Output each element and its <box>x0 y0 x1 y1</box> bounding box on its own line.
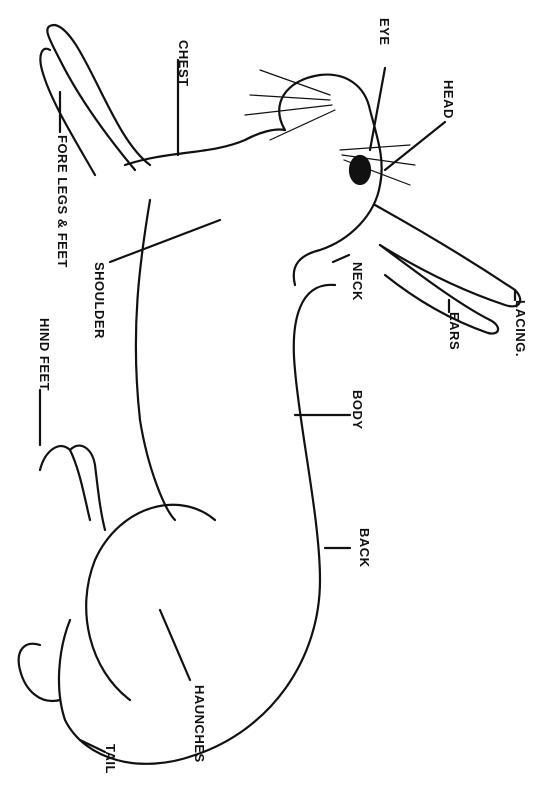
eye-shape <box>350 156 370 184</box>
label-shoulder: SHOULDER <box>92 262 107 339</box>
label-lacing: LACING. <box>513 300 528 357</box>
ear-outline <box>375 205 520 306</box>
chest-outline <box>125 129 285 165</box>
tail-outline <box>19 644 60 701</box>
haunch-outline <box>86 505 215 700</box>
label-hind-feet: HIND FEET <box>37 318 52 391</box>
label-neck: NECK <box>350 262 365 301</box>
hind-foot <box>40 446 105 530</box>
belly-outline <box>136 200 175 520</box>
label-haunches: HAUNCHES <box>192 685 207 763</box>
ear-near-outline <box>380 245 498 334</box>
label-head: HEAD <box>441 80 456 119</box>
label-tail: TAIL <box>103 744 118 774</box>
label-eye: EYE <box>377 18 392 46</box>
label-back: BACK <box>357 528 372 568</box>
label-fore-legs: FORE LEGS & FEET <box>55 135 70 268</box>
label-chest: CHEST <box>176 40 191 87</box>
label-ears: EARS <box>447 312 462 350</box>
label-body: BODY <box>350 390 365 430</box>
